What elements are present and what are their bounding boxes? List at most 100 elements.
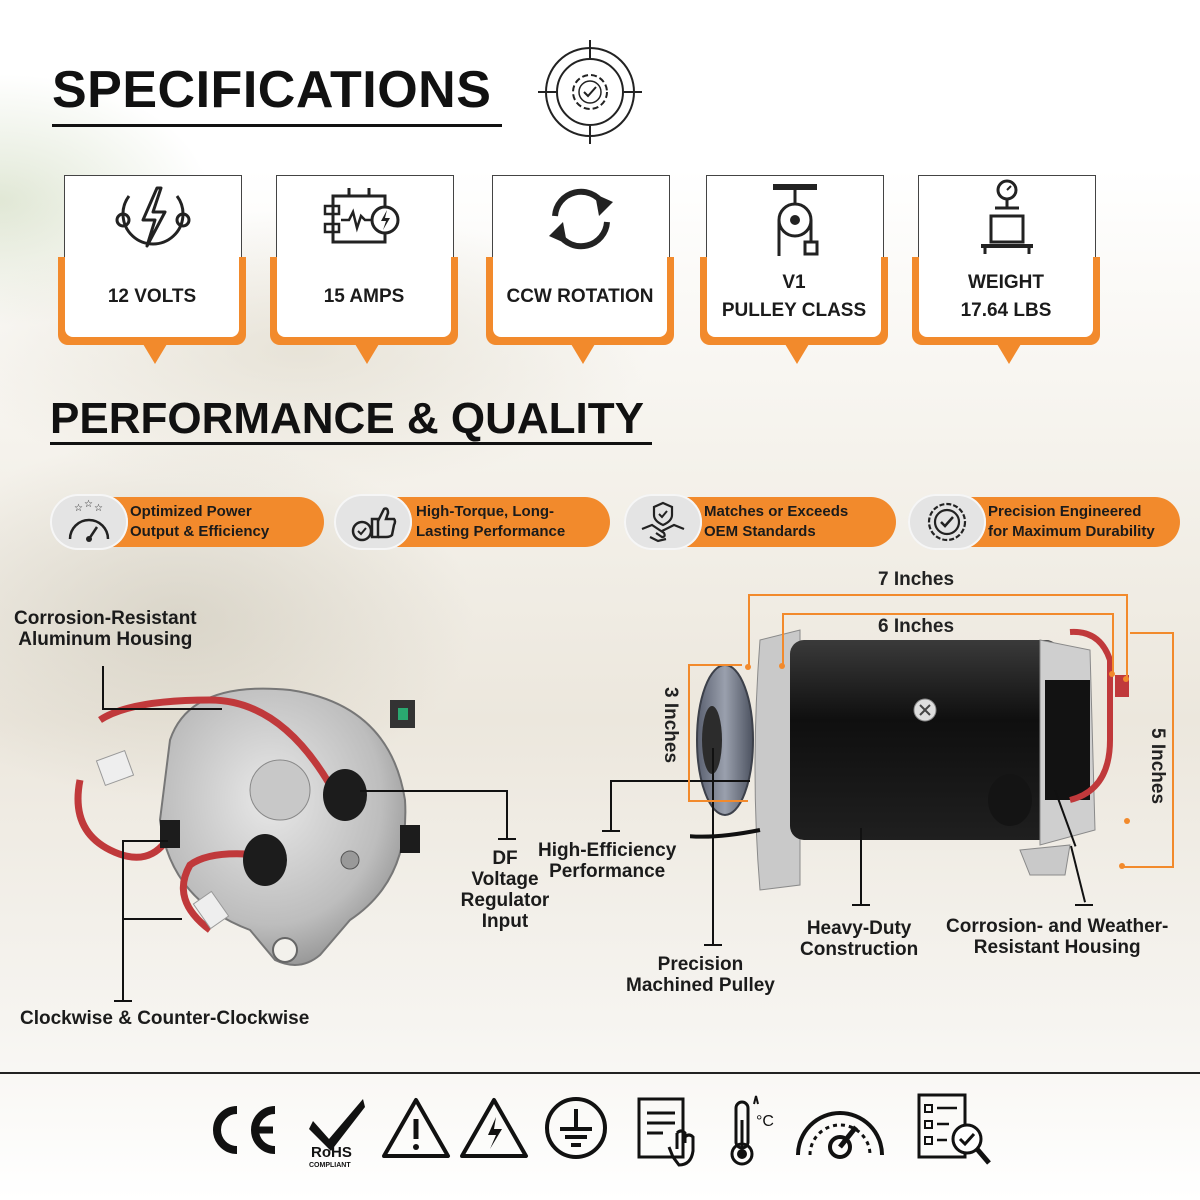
dimension-7-inches: 7 Inches — [878, 569, 955, 590]
handshake-shield-icon — [641, 501, 685, 543]
callout-line: Corrosion-Resistant — [14, 608, 197, 629]
leader-line — [122, 840, 168, 842]
leader-line — [122, 918, 182, 920]
bottom-divider — [0, 1072, 1200, 1074]
leader-line — [102, 708, 222, 710]
spec-pulley-line1: V1 — [782, 272, 806, 293]
dimension-line — [782, 613, 784, 665]
dimension-3-inches: 3 Inches — [660, 686, 682, 764]
dimension-line — [748, 594, 750, 666]
callout-line: Regulator — [460, 890, 550, 911]
dimension-line — [688, 664, 690, 802]
callout-weather: Corrosion- and Weather- Resistant Housin… — [946, 916, 1168, 958]
callout-line: Resistant Housing — [973, 937, 1141, 958]
performance-underline — [50, 442, 652, 445]
rohs-subtext: COMPLIANT — [309, 1162, 351, 1169]
spec-card-weight: WEIGHT 17.64 LBS — [912, 175, 1100, 365]
electric-hazard-icon — [460, 1098, 528, 1158]
manual-touch-icon — [637, 1097, 695, 1167]
spec-arrow — [143, 344, 167, 364]
callout-construction: Heavy-Duty Construction — [800, 918, 918, 960]
leader-line — [704, 944, 722, 946]
lightning-power-icon — [115, 186, 191, 248]
specifications-title: SPECIFICATIONS — [52, 61, 492, 119]
feature-line: Matches or Exceeds — [704, 503, 849, 520]
dimension-line — [1112, 613, 1114, 673]
dimension-dot — [1119, 863, 1125, 869]
celsius-text: °C — [756, 1113, 774, 1130]
spec-volts-label: 12 VOLTS — [107, 286, 197, 307]
dimension-dot — [1123, 676, 1129, 682]
target-gear-icon — [538, 40, 642, 144]
title-underline — [52, 124, 502, 127]
callout-line: Machined Pulley — [626, 975, 775, 996]
leader-line — [506, 790, 508, 838]
callout-rotation: Clockwise & Counter-Clockwise — [20, 1008, 310, 1029]
generator-rear-view-image — [74, 687, 420, 966]
dimension-line — [1130, 632, 1174, 634]
dimension-line — [1122, 866, 1174, 868]
leader-line — [1075, 904, 1093, 906]
dimension-dot — [779, 663, 785, 669]
dimension-line — [782, 613, 1114, 615]
dimension-line — [1126, 594, 1128, 678]
dimension-dot — [745, 664, 751, 670]
callout-line: Corrosion- and Weather- — [946, 916, 1169, 937]
certification-row: RoHS COMPLIANT °C — [0, 1085, 1200, 1175]
pulley-icon — [773, 184, 819, 256]
spec-arrow — [785, 344, 809, 364]
callout-line: Voltage — [471, 869, 539, 890]
gauge-stars-icon: ☆☆☆ — [68, 499, 110, 542]
leader-line — [610, 780, 612, 830]
spec-card-pulley: V1 PULLEY CLASS — [700, 175, 888, 365]
callout-efficiency: High-Efficiency Performance — [538, 840, 676, 882]
spec-arrow — [997, 344, 1021, 364]
dimension-line — [688, 664, 742, 666]
spec-card-rotation: CCW ROTATION — [486, 175, 674, 365]
dimension-5-inches: 5 Inches — [1147, 727, 1169, 805]
inspection-checklist-icon — [917, 1093, 991, 1165]
svg-text:☆: ☆ — [94, 503, 103, 514]
callout-line: Input — [481, 911, 529, 932]
generator-side-view-image — [690, 628, 1129, 891]
leader-line — [610, 780, 750, 782]
spec-card-amps: 15 AMPS — [270, 175, 458, 365]
feature-line: OEM Standards — [704, 523, 816, 540]
callout-line: High-Efficiency — [538, 840, 677, 861]
circuit-amps-icon — [323, 188, 400, 244]
spec-arrow — [355, 344, 379, 364]
leader-line — [360, 790, 508, 792]
feature-line: High-Torque, Long- — [416, 503, 555, 520]
spec-weight-line2: 17.64 LBS — [960, 300, 1052, 321]
callout-line: Heavy-Duty — [806, 918, 912, 939]
performance-title: PERFORMANCE & QUALITY — [50, 394, 644, 443]
dimension-dot — [1109, 671, 1115, 677]
dimension-line — [688, 800, 748, 802]
callout-line: Precision — [657, 954, 744, 975]
callout-line: Performance — [549, 861, 666, 882]
rotation-arrows-icon — [549, 188, 613, 250]
performance-gauge-icon — [796, 1111, 884, 1159]
dimension-line — [748, 594, 1128, 596]
rohs-compliant-icon: RoHS COMPLIANT — [309, 1099, 365, 1169]
feature-high-torque: High-Torque, Long- Lasting Performance — [334, 494, 614, 554]
spec-weight-line1: WEIGHT — [968, 272, 1044, 293]
dimension-6-inches: 6 Inches — [878, 616, 955, 637]
svg-text:☆: ☆ — [74, 503, 83, 514]
spec-card-volts: 12 VOLTS — [58, 175, 246, 365]
feature-line: Precision Engineered — [988, 503, 1142, 520]
ce-mark-icon — [213, 1106, 276, 1154]
callout-pulley: Precision Machined Pulley — [626, 954, 775, 996]
warning-triangle-icon — [382, 1098, 450, 1158]
rohs-text: RoHS — [311, 1144, 352, 1161]
leader-line — [114, 1000, 132, 1002]
callout-housing: Corrosion-Resistant Aluminum Housing — [14, 608, 197, 650]
leader-line — [122, 840, 124, 1000]
feature-line: Lasting Performance — [416, 523, 566, 540]
ground-symbol-icon — [545, 1097, 607, 1159]
callout-line: Construction — [800, 939, 919, 960]
leader-line — [602, 830, 620, 832]
temperature-icon: °C — [730, 1095, 774, 1166]
